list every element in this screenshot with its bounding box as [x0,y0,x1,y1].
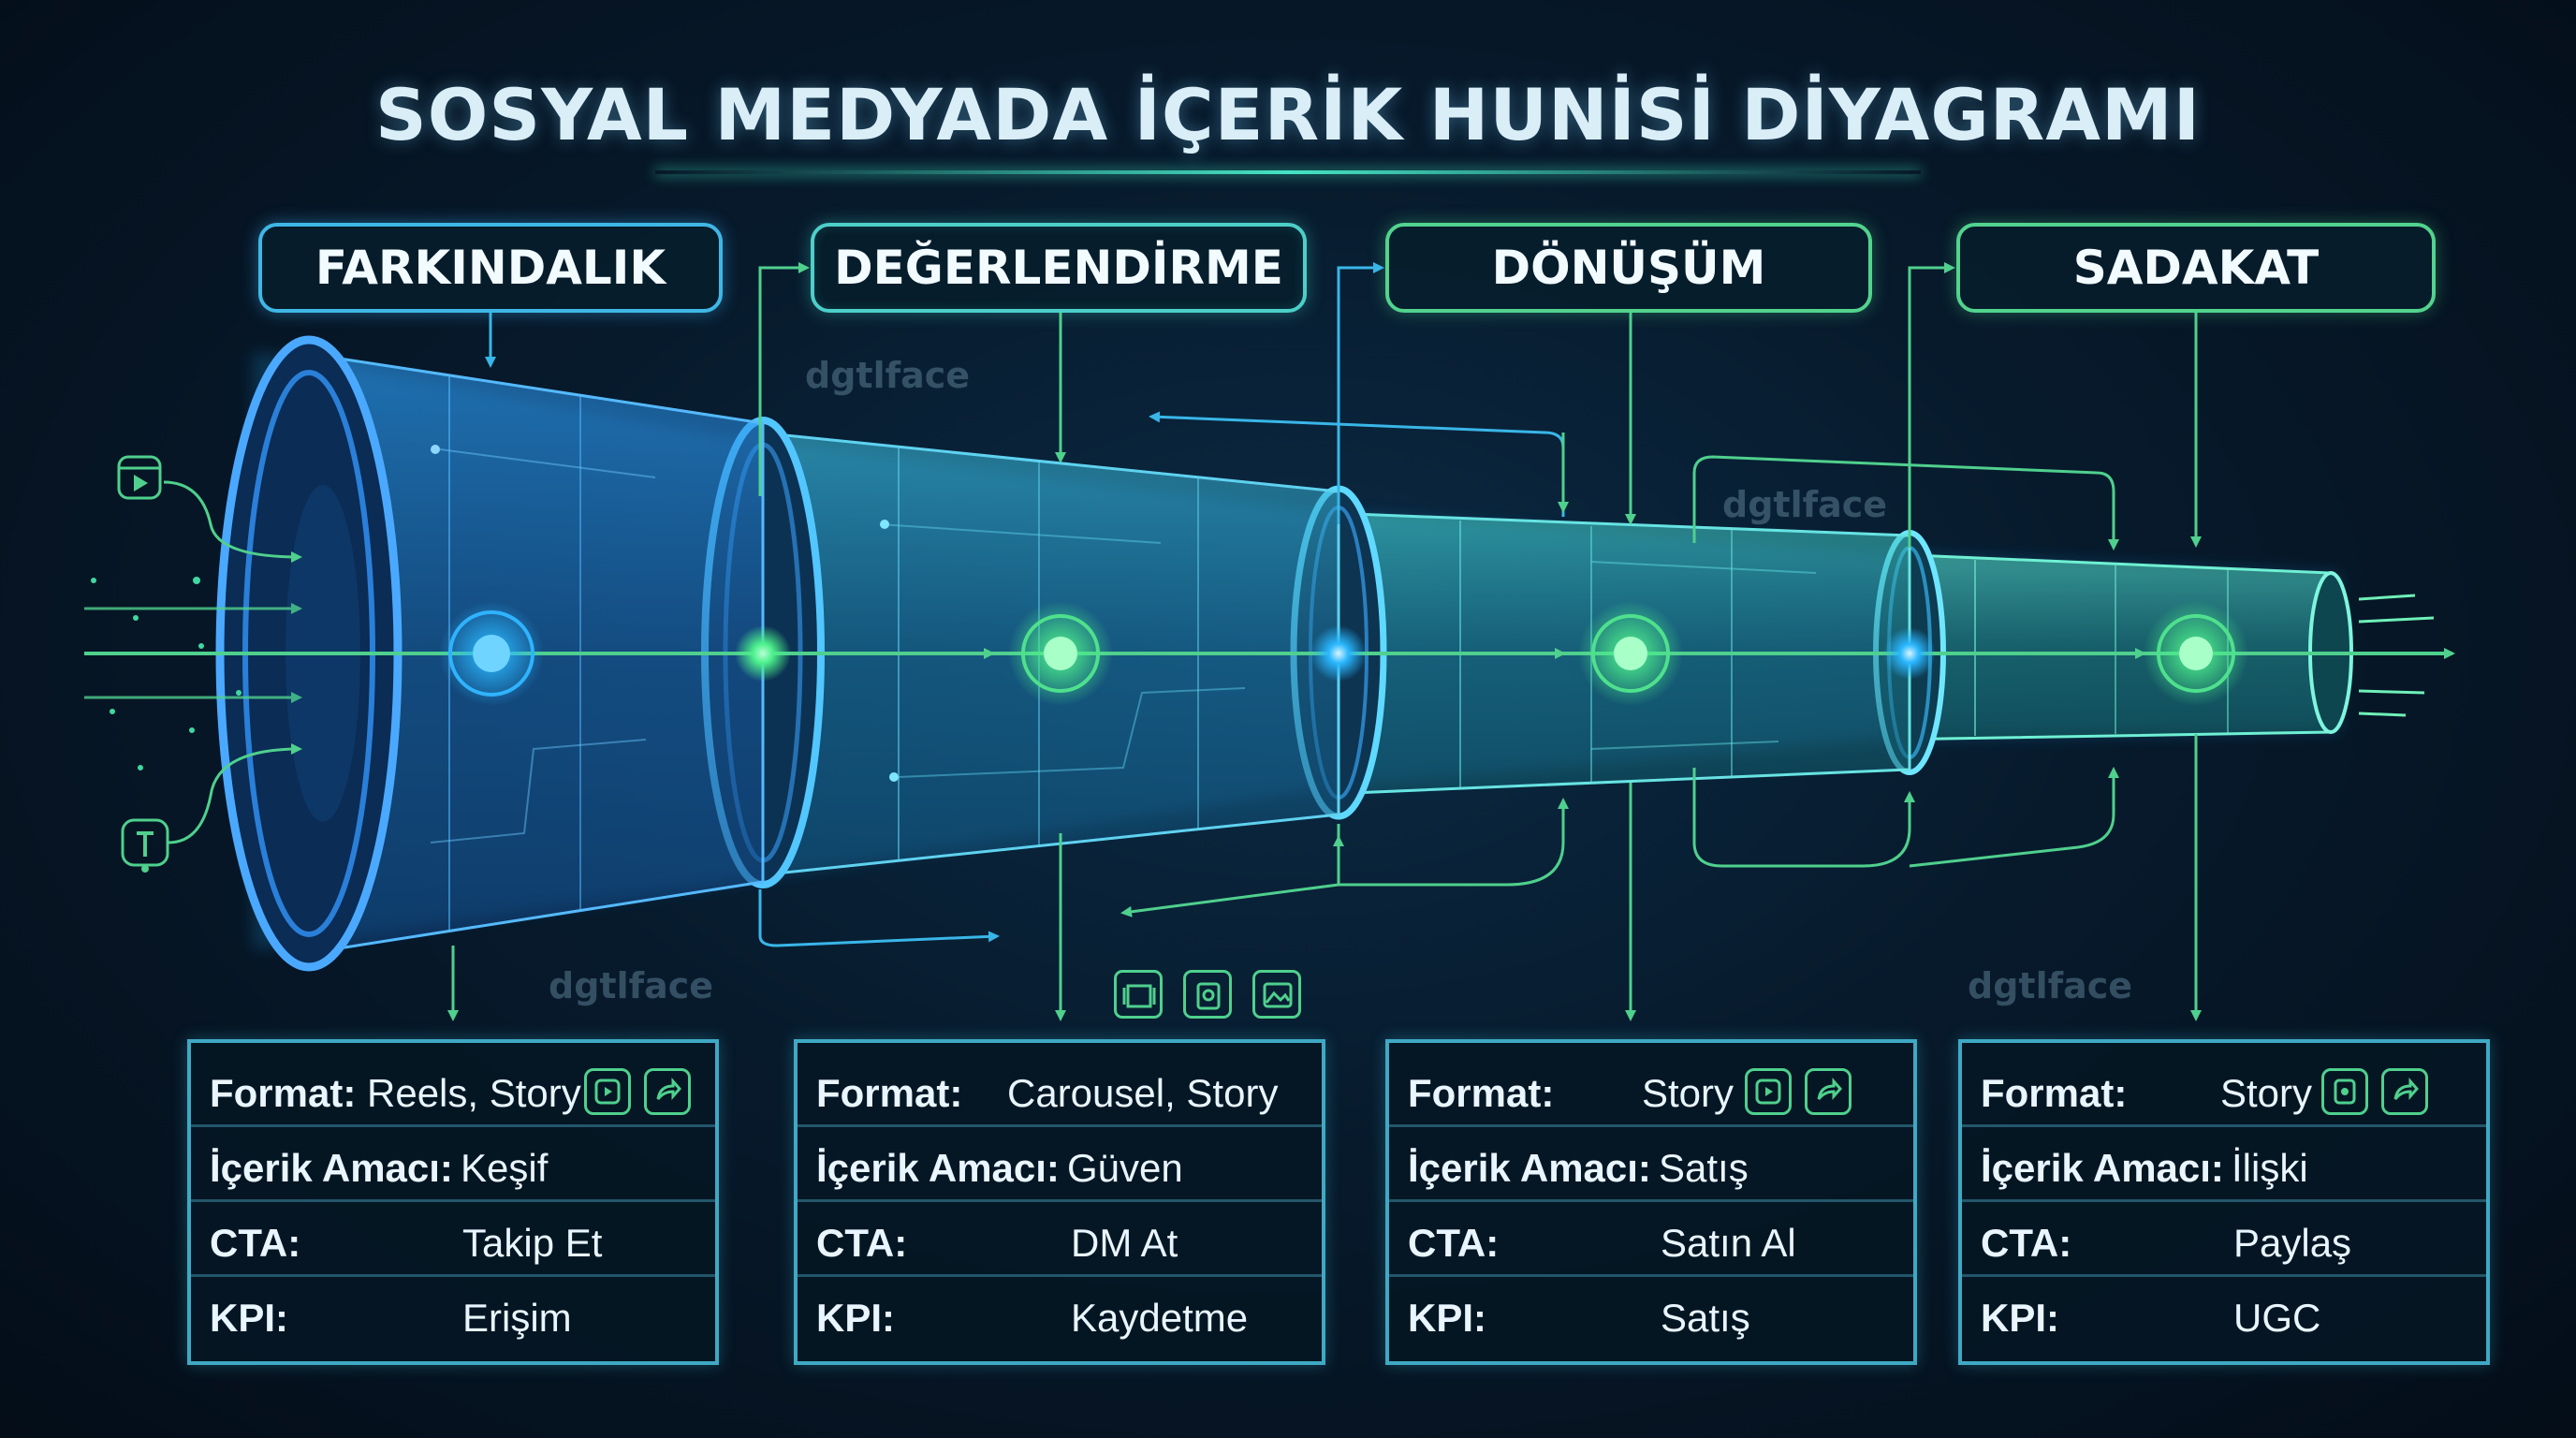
purpose-row: İçerik Amacı: Güven [798,1127,1322,1202]
kpi-value: UGC [2233,1296,2321,1340]
reels-icon [117,455,162,500]
share-icon [644,1068,691,1115]
share-icon [2381,1068,2428,1115]
kpi-label: KPI: [816,1296,895,1340]
stage-header-donusum: DÖNÜŞÜM [1385,223,1872,313]
cta-row: CTA: Satın Al [1389,1202,1913,1277]
tiktok-icon [121,818,169,873]
ring-node [1310,625,1367,682]
purpose-label: İçerik Amacı: [816,1146,1060,1190]
stage-card-farkindalik: Format: Reels, Story İçerik Amacı: Keşif… [187,1039,719,1365]
stage-header-farkindalik: FARKINDALIK [258,223,723,313]
kpi-label: KPI: [210,1296,288,1340]
share-icon [1805,1068,1852,1115]
format-label: Format: [210,1071,357,1115]
cta-value: Takip Et [462,1221,603,1265]
stage-header-degerlendirme: DEĞERLENDİRME [811,223,1307,313]
purpose-label: İçerik Amacı: [210,1146,453,1190]
node-degerlendirme [1008,601,1113,706]
format-label: Format: [1981,1071,2128,1115]
purpose-value: Keşif [461,1146,549,1190]
stage-card-degerlendirme: Format: Carousel, Story İçerik Amacı: Gü… [794,1039,1325,1365]
cta-label: CTA: [1981,1221,2072,1265]
node-sadakat [2144,601,2248,706]
node-farkindalik [439,601,544,706]
format-row: Format: Story [1389,1052,1913,1127]
format-value: Carousel, Story [1007,1071,1279,1115]
watermark: dgtlface [1968,965,2132,1006]
cta-label: CTA: [210,1221,301,1265]
badge-icon [1183,970,1232,1019]
particle-dots [91,577,242,770]
kpi-row: KPI: Kaydetme [798,1277,1322,1352]
purpose-row: İçerik Amacı: İlişki [1962,1127,2486,1202]
watermark: dgtlface [1722,484,1887,525]
format-value: Story [1642,1071,1734,1115]
title-underline [655,170,1921,174]
kpi-label: KPI: [1981,1296,2059,1340]
purpose-row: İçerik Amacı: Satış [1389,1127,1913,1202]
format-value: Reels, Story [367,1071,581,1115]
reels-icon [584,1068,631,1115]
kpi-value: Erişim [462,1296,572,1340]
watermark: dgtlface [805,355,970,396]
purpose-value: Güven [1067,1146,1183,1190]
funnel-segment-sadakat [1889,552,2353,741]
ring-node [1883,627,1936,680]
format-label: Format: [816,1071,963,1115]
format-row: Format: Story [1962,1052,2486,1127]
cta-row: CTA: DM At [798,1202,1322,1277]
format-row: Format: Carousel, Story [798,1052,1322,1127]
image-icon [1252,970,1301,1019]
kpi-row: KPI: Satış [1389,1277,1913,1352]
kpi-row: KPI: Erişim [191,1277,715,1352]
purpose-value: Satış [1659,1146,1749,1190]
kpi-value: Satış [1661,1296,1750,1340]
purpose-row: İçerik Amacı: Keşif [191,1127,715,1202]
kpi-value: Kaydetme [1071,1296,1249,1340]
kpi-label: KPI: [1408,1296,1486,1340]
story-icon [2321,1068,2368,1115]
format-row: Format: Reels, Story [191,1052,715,1127]
cta-row: CTA: Paylaş [1962,1202,2486,1277]
cta-value: DM At [1071,1221,1178,1265]
cta-value: Paylaş [2233,1221,2352,1265]
purpose-label: İçerik Amacı: [1981,1146,2224,1190]
kpi-row: KPI: UGC [1962,1277,2486,1352]
cta-value: Satın Al [1661,1221,1796,1265]
stage-card-donusum: Format: Story İçerik Amacı: Satış CTA: S… [1385,1039,1917,1365]
format-label: Format: [1408,1071,1555,1115]
format-value: Story [2220,1071,2313,1115]
cta-row: CTA: Takip Et [191,1202,715,1277]
story-icon [1745,1068,1792,1115]
cta-label: CTA: [816,1221,908,1265]
cta-label: CTA: [1408,1221,1500,1265]
watermark: dgtlface [549,965,713,1006]
page-title: SOSYAL MEDYADA İÇERİK HUNİSİ DİYAGRAMI [375,73,2201,156]
ring-node [735,625,791,682]
purpose-value: İlişki [2232,1146,2308,1190]
node-donusum [1578,601,1683,706]
carousel-icon [1114,970,1163,1019]
connector-arrows [447,262,2202,1021]
purpose-label: İçerik Amacı: [1408,1146,1651,1190]
stage-card-sadakat: Format: Story İçerik Amacı: İlişki CTA: … [1958,1039,2490,1365]
stage-header-sadakat: SADAKAT [1956,223,2436,313]
